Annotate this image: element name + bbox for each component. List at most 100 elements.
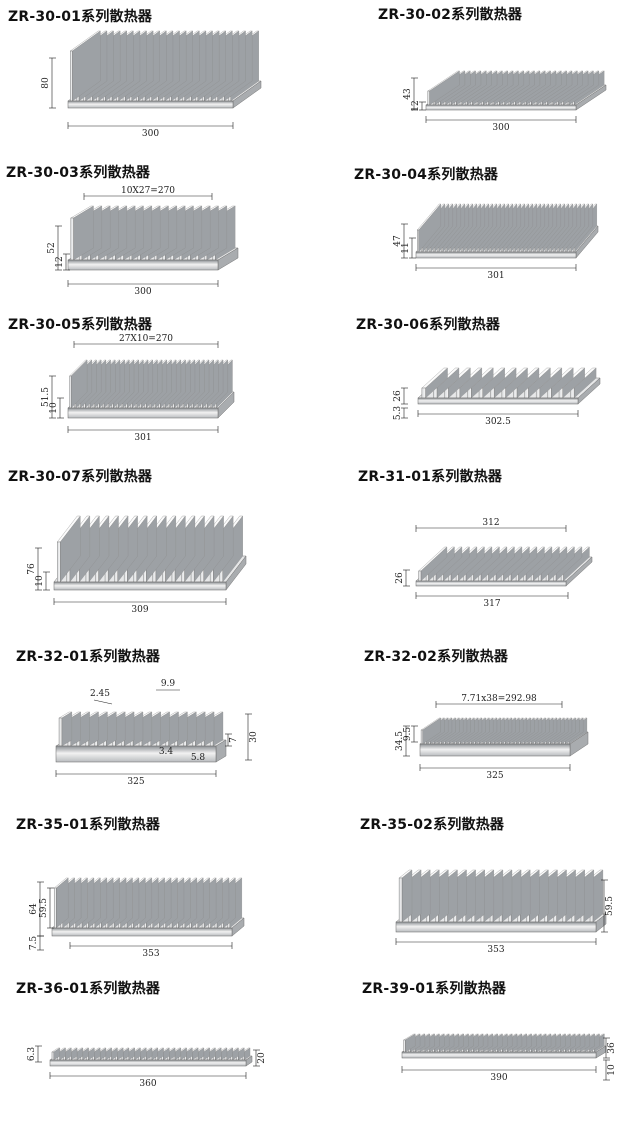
height-dimension: 36	[607, 1042, 617, 1054]
heatsink-fin-side	[492, 869, 504, 923]
heatsink-fin	[69, 375, 72, 409]
heatsink-base	[401, 1051, 597, 1059]
heatsink-base	[51, 927, 233, 937]
product-title: ZR-35-01系列散热器	[16, 817, 161, 833]
heatsink-base	[417, 397, 579, 405]
heatsink-base	[55, 745, 217, 763]
width-dimension: 325	[486, 771, 503, 781]
pitch-dimension: 10X27=270	[121, 186, 175, 196]
heatsink-fin	[53, 887, 57, 929]
root-gap-label: 5.8	[191, 753, 206, 763]
width-dimension: 300	[492, 123, 509, 133]
product-title: ZR-35-02系列散热器	[360, 817, 505, 833]
base-dimension: 11	[401, 242, 411, 253]
inner-height-dimension: 59.5	[39, 898, 49, 918]
heatsink-fin-side	[447, 869, 458, 923]
heatsink-fin	[418, 570, 422, 582]
heatsink-base	[53, 581, 227, 591]
height-dimension: 43	[403, 88, 413, 100]
heatsink-fin-side	[150, 711, 161, 747]
heatsink-drawing: 325 7.71x38=292.98 34.59.5	[395, 694, 589, 781]
base-dimension: 10	[607, 1064, 617, 1076]
product-title: ZR-30-06系列散热器	[356, 317, 501, 333]
heatsink-fin-side	[520, 869, 531, 923]
base-dimension: 10	[35, 575, 45, 587]
heatsink-base	[67, 100, 234, 109]
heatsink-drawing: 390 36 10	[401, 1033, 617, 1083]
heatsink-fin-side	[79, 711, 90, 747]
heatsink-fin	[427, 90, 430, 106]
heatsink-fin	[420, 729, 423, 745]
heatsink-fin-side	[141, 711, 153, 747]
heatsink-base	[67, 259, 219, 271]
fin-thickness-label: 2.45	[90, 689, 110, 699]
height-dimension: 30	[249, 731, 259, 743]
heatsink-fin	[51, 1051, 55, 1061]
heatsink-fin-side	[203, 711, 215, 747]
heatsink-base	[425, 104, 577, 111]
heatsink-fin-side	[97, 711, 108, 747]
height-dimension: 26	[395, 572, 405, 584]
heatsink-fin-side	[538, 869, 549, 923]
base-dimension: 9.5	[403, 727, 413, 742]
heatsink-fin-side	[410, 869, 422, 923]
width-dimension: 301	[487, 271, 504, 281]
heatsink-fin	[58, 717, 63, 747]
heatsink-fin-side	[88, 711, 99, 747]
product-title: ZR-30-04系列散热器	[354, 167, 499, 183]
heatsink-fin-side	[106, 711, 117, 747]
base-dimension: 12	[55, 256, 65, 267]
heatsink-fin	[403, 1039, 406, 1053]
pitch-dimension: 7.71x38=292.98	[461, 694, 537, 704]
product-title: ZR-30-05系列散热器	[8, 317, 153, 333]
width-dimension: 309	[131, 605, 148, 615]
height-dimension: 59.5	[605, 896, 615, 916]
heatsink-fin	[417, 229, 420, 253]
heatsink-fin-side	[474, 869, 485, 923]
heatsink-fin-side	[132, 711, 144, 747]
height-dimension: 34.5	[395, 731, 405, 751]
pitch-dimension: 27X10=270	[119, 334, 173, 344]
width-dimension: 300	[142, 129, 159, 139]
heatsink-fin-side	[465, 869, 476, 923]
width-dimension: 302.5	[485, 417, 511, 427]
product-title: ZR-30-01系列散热器	[8, 9, 153, 25]
heatsink-fin-side	[429, 869, 440, 923]
height-dimension: 76	[27, 563, 37, 575]
heatsink-fin	[70, 217, 74, 261]
heatsink-fin-side	[168, 711, 179, 747]
heatsink-fin-side	[401, 869, 413, 923]
product-title: ZR-30-07系列散热器	[8, 469, 153, 485]
product-title: ZR-32-02系列散热器	[364, 649, 509, 665]
heatsink-fin-side	[70, 711, 81, 747]
heatsink-base	[67, 407, 219, 419]
heatsink-fin-side	[438, 869, 449, 923]
width-dimension: 360	[139, 1079, 156, 1089]
heatsink-fin	[57, 541, 61, 583]
product-title: ZR-31-01系列散热器	[358, 469, 503, 485]
heatsink-fin-side	[501, 869, 513, 923]
heatsink-base	[395, 921, 597, 933]
heatsink-fin	[398, 877, 403, 923]
heatsink-base	[415, 251, 577, 259]
top-width-dimension: 312	[482, 518, 499, 528]
width-dimension: 390	[490, 1073, 507, 1083]
